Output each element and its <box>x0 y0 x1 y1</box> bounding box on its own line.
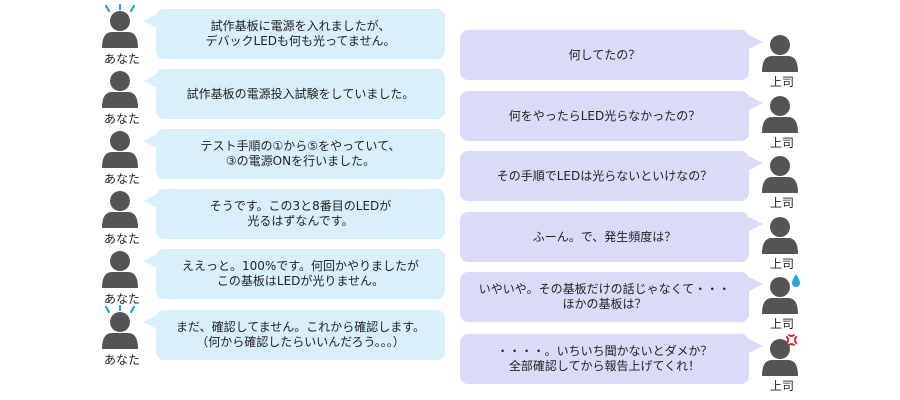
message-line: 全部確認してから報告上げてくれ！ <box>508 359 701 373</box>
user-speech-bubble: そうです。この3と8番目のLEDが光るはずなんです。 <box>156 189 445 239</box>
speech-bubble-tail <box>749 217 763 231</box>
speech-bubble-tail <box>143 74 157 88</box>
speech-bubble-tail <box>143 194 157 208</box>
user-speech-bubble: ええっと。100%です。何回かやりましたがこの基板はLEDが光りません。 <box>156 249 445 299</box>
message-text: ええっと。100%です。何回かやりましたがこの基板はLEDが光りません。 <box>182 259 419 289</box>
speech-bubble-tail <box>749 35 763 49</box>
user-speech-bubble: テスト手順の①から⑤をやっていて、③の電源ONを行いました。 <box>156 129 445 179</box>
avatar-sweat-icon <box>100 4 144 64</box>
user-speaker-label: あなた <box>103 52 140 66</box>
user-speaker-label: あなた <box>103 292 140 306</box>
message-text: 試作基板に電源を入れましたが、デバックLEDも何も光ってません。 <box>206 19 396 49</box>
speech-bubble-tail <box>749 277 763 291</box>
avatar-drop-icon <box>760 270 804 330</box>
message-line: デバックLEDも何も光ってません。 <box>205 34 396 48</box>
boss-speaker-label: 上司 <box>769 257 794 271</box>
boss-speaker-label: 上司 <box>769 136 794 150</box>
avatar-icon <box>100 64 144 124</box>
avatar-icon <box>760 28 804 88</box>
message-text: いやいや。その基板だけの話じゃなくて・・・ほかの基板は？ <box>479 282 731 312</box>
message-line: この基板はLEDが光りません。 <box>216 274 385 288</box>
speech-bubble-tail <box>749 339 763 353</box>
speech-bubble-tail <box>143 134 157 148</box>
avatar-icon <box>100 184 144 244</box>
avatar-icon <box>760 89 804 149</box>
message-text: 何をやったらLED光らなかったの？ <box>509 109 701 124</box>
avatar-sweat-icon <box>100 305 144 365</box>
boss-speech-bubble: その手順でLEDは光らないといけなの？ <box>460 151 749 201</box>
boss-speech-bubble: ふーん。で、発生頻度は？ <box>460 212 749 262</box>
message-line: 試作基板の電源投入試験をしていました。 <box>186 86 415 101</box>
message-text: ふーん。で、発生頻度は？ <box>533 230 677 245</box>
message-line: 何してたの？ <box>568 47 641 62</box>
message-text: そうです。この3と8番目のLEDが光るはずなんです。 <box>210 199 392 229</box>
message-line: ③の電源ONを行いました。 <box>225 154 376 168</box>
speech-bubble-tail <box>143 14 157 28</box>
boss-speaker-label: 上司 <box>769 317 794 331</box>
message-text: 何してたの？ <box>569 48 641 63</box>
message-line: そうです。この3と8番目のLEDが <box>209 199 392 213</box>
avatar-icon <box>100 244 144 304</box>
message-line: ・・・・。いちいち聞かないとダメか？ <box>496 344 713 358</box>
message-text: その手順でLEDは光らないといけなの？ <box>497 169 713 184</box>
user-speaker-label: あなた <box>103 172 140 186</box>
user-speech-bubble: 試作基板の電源投入試験をしていました。 <box>156 69 445 119</box>
boss-speech-bubble: 何してたの？ <box>460 30 749 80</box>
boss-speaker-label: 上司 <box>769 75 794 89</box>
user-speech-bubble: まだ、確認してません。これから確認します。（何から確認したらいいんだろう。。。） <box>156 310 445 360</box>
speech-bubble-tail <box>749 156 763 170</box>
user-speech-bubble: 試作基板に電源を入れましたが、デバックLEDも何も光ってません。 <box>156 9 445 59</box>
message-line: ふーん。で、発生頻度は？ <box>532 229 677 244</box>
message-text: ・・・・。いちいち聞かないとダメか？全部確認してから報告上げてくれ！ <box>497 344 713 374</box>
message-line: その手順でLEDは光らないといけなの？ <box>496 168 713 183</box>
boss-speech-bubble: ・・・・。いちいち聞かないとダメか？全部確認してから報告上げてくれ！ <box>460 334 749 384</box>
boss-speech-bubble: いやいや。その基板だけの話じゃなくて・・・ほかの基板は？ <box>460 272 749 322</box>
speech-bubble-tail <box>143 315 157 329</box>
speech-bubble-tail <box>143 254 157 268</box>
message-line: 何をやったらLED光らなかったの？ <box>508 108 701 123</box>
speech-bubble-tail <box>749 96 763 110</box>
user-speaker-label: あなた <box>103 232 140 246</box>
message-line: テスト手順の①から⑤をやっていて、 <box>200 139 401 153</box>
user-speaker-label: あなた <box>103 112 140 126</box>
message-line: 試作基板に電源を入れましたが、 <box>210 19 391 33</box>
avatar-icon <box>100 124 144 184</box>
message-text: まだ、確認してません。これから確認します。（何から確認したらいいんだろう。。。） <box>176 320 425 350</box>
message-line: （何から確認したらいいんだろう。。。） <box>196 335 405 349</box>
message-text: テスト手順の①から⑤をやっていて、③の電源ONを行いました。 <box>201 139 401 169</box>
boss-speaker-label: 上司 <box>769 379 794 393</box>
boss-speaker-label: 上司 <box>769 196 794 210</box>
avatar-anger-icon <box>760 332 804 392</box>
message-line: ほかの基板は？ <box>562 297 647 311</box>
message-line: 光るはずなんです。 <box>247 214 354 228</box>
message-text: 試作基板の電源投入試験をしていました。 <box>187 87 415 102</box>
message-line: いやいや。その基板だけの話じゃなくて・・・ <box>478 282 731 296</box>
avatar-icon <box>760 210 804 270</box>
boss-speech-bubble: 何をやったらLED光らなかったの？ <box>460 91 749 141</box>
message-line: ええっと。100%です。何回かやりましたが <box>181 259 420 273</box>
message-line: まだ、確認してません。これから確認します。 <box>175 320 426 334</box>
user-speaker-label: あなた <box>103 353 140 367</box>
avatar-icon <box>760 149 804 209</box>
